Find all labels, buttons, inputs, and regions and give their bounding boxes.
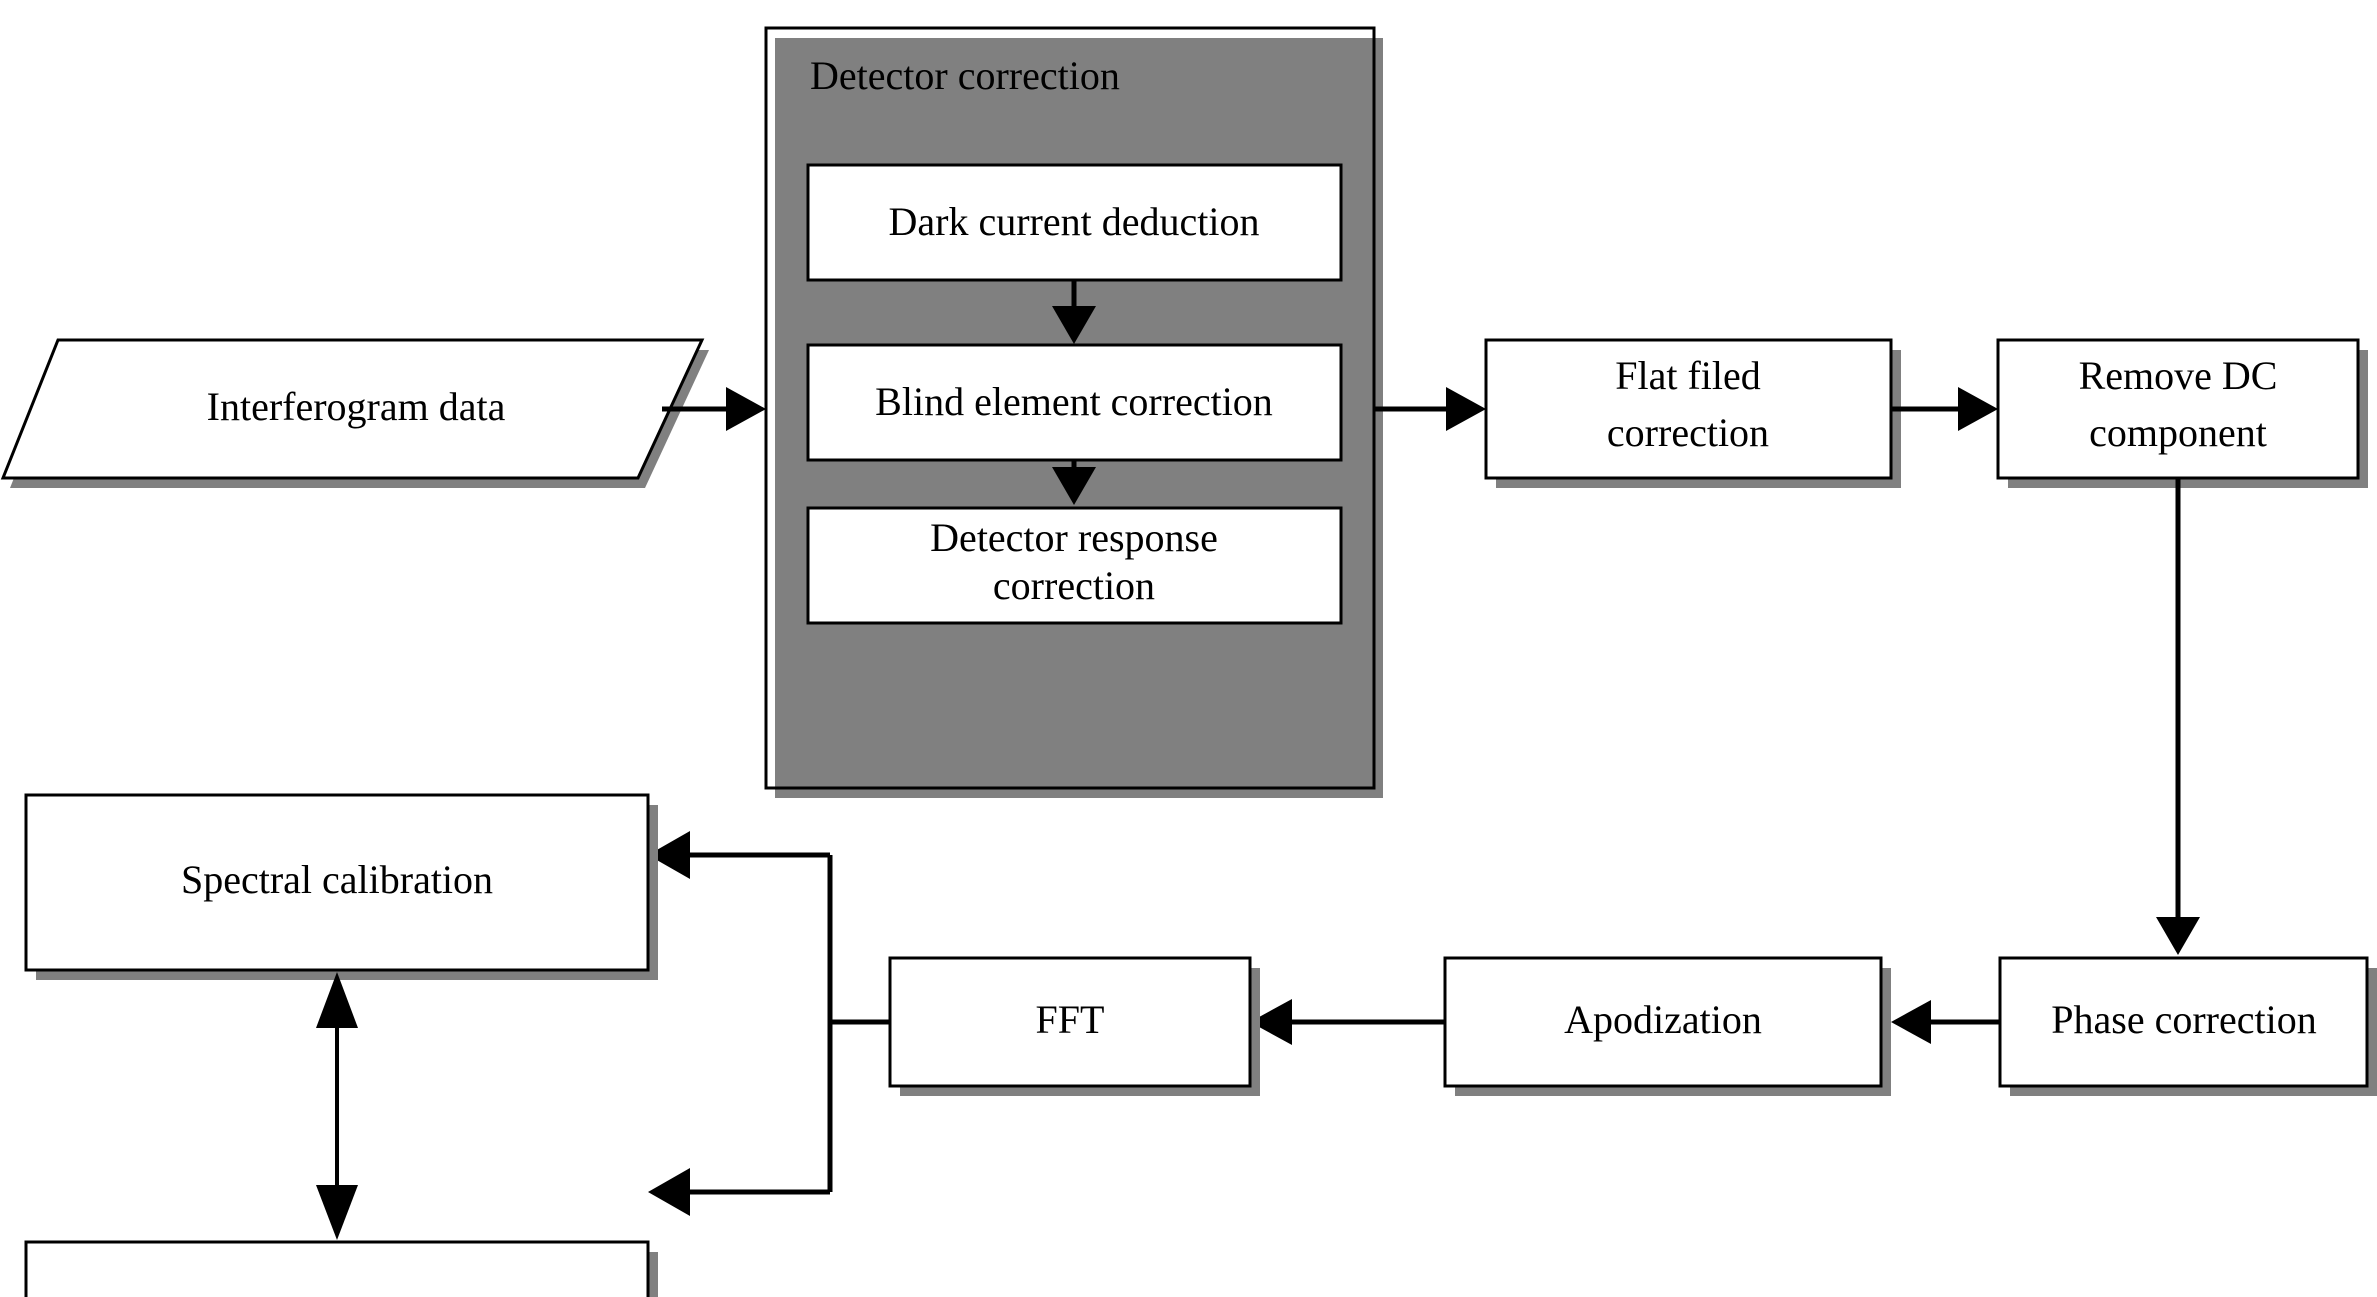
node-apodization-border bbox=[1443, 956, 1883, 1088]
node-flat-filed-correction[interactable]: Flat filed correction bbox=[1484, 338, 1901, 488]
node-flat-filed-correction-border bbox=[1484, 338, 1893, 480]
arrowhead-left-spectral bbox=[648, 831, 690, 879]
node-radiometric-calibration[interactable]: Radiometric calibration bbox=[24, 1240, 658, 1297]
edge-apodization-to-fft bbox=[1250, 999, 1445, 1045]
node-fft[interactable]: FFT bbox=[888, 956, 1260, 1096]
node-blind-element-correction-label: Blind element correction bbox=[875, 379, 1273, 424]
node-blind-element-correction[interactable]: Blind element correction bbox=[806, 343, 1351, 470]
node-phase-correction-border bbox=[1998, 956, 2369, 1088]
arrowhead-right-1 bbox=[726, 387, 766, 431]
node-apodization[interactable]: Apodization bbox=[1443, 956, 1891, 1096]
node-spectral-calibration-border bbox=[24, 793, 650, 972]
group-detector-correction-label: Detector correction bbox=[810, 53, 1120, 98]
node-blind-element-correction-border bbox=[806, 343, 1343, 462]
node-detector-response-correction-label-line1: Detector response bbox=[930, 515, 1218, 560]
node-phase-correction[interactable]: Phase correction bbox=[1998, 956, 2377, 1096]
node-detector-response-correction-label-line2: correction bbox=[993, 563, 1155, 608]
edge-interferogram-to-detector-correction bbox=[662, 387, 766, 431]
node-remove-dc-component[interactable]: Remove DC component bbox=[1996, 338, 2368, 488]
node-remove-dc-component-label-line2: component bbox=[2089, 410, 2267, 455]
arrowhead-down-bidir bbox=[316, 1185, 358, 1240]
node-interferogram-data-border bbox=[0, 338, 705, 480]
node-apodization-label: Apodization bbox=[1564, 997, 1762, 1042]
node-detector-response-correction-border bbox=[806, 506, 1343, 625]
node-interferogram-data-label: Interferogram data bbox=[207, 384, 506, 429]
arrowhead-left-2 bbox=[1250, 999, 1292, 1045]
arrowhead-up-bidir bbox=[316, 972, 358, 1028]
node-spectral-calibration-label: Spectral calibration bbox=[181, 857, 493, 902]
edge-dark-current-to-blind-element bbox=[1052, 280, 1096, 344]
arrowhead-down-1 bbox=[1052, 306, 1096, 344]
edge-spectral-radiometric-bidirectional bbox=[316, 972, 358, 1240]
arrowhead-down-3 bbox=[2156, 917, 2200, 955]
node-dark-current-deduction-label: Dark current deduction bbox=[889, 199, 1260, 244]
arrowhead-down-2 bbox=[1052, 467, 1096, 505]
arrowhead-right-2 bbox=[1446, 387, 1486, 431]
edge-detector-correction-to-flat-filed bbox=[1374, 387, 1486, 431]
arrowhead-right-3 bbox=[1958, 387, 1998, 431]
node-flat-filed-correction-label-line2: correction bbox=[1607, 410, 1769, 455]
arrowhead-left-1 bbox=[1891, 1000, 1931, 1044]
node-dark-current-deduction[interactable]: Dark current deduction bbox=[806, 163, 1351, 290]
node-fft-border bbox=[888, 956, 1252, 1088]
node-detector-response-correction[interactable]: Detector response correction bbox=[806, 506, 1351, 633]
node-flat-filed-correction-label-line1: Flat filed bbox=[1615, 353, 1761, 398]
node-phase-correction-label: Phase correction bbox=[2051, 997, 2316, 1042]
edge-phase-correction-to-apodization bbox=[1891, 1000, 2000, 1044]
node-spectral-calibration[interactable]: Spectral calibration bbox=[24, 793, 658, 980]
edge-fft-branch-to-calibrations bbox=[648, 831, 890, 1216]
edge-flat-filed-to-remove-dc bbox=[1891, 387, 1998, 431]
arrowhead-left-radiometric bbox=[648, 1168, 690, 1216]
edge-blind-element-to-detector-response bbox=[1052, 460, 1096, 505]
node-fft-label: FFT bbox=[1036, 997, 1105, 1042]
node-dark-current-deduction-border bbox=[806, 163, 1343, 282]
node-radiometric-calibration-border bbox=[24, 1240, 650, 1297]
node-interferogram-data[interactable]: Interferogram data bbox=[0, 338, 709, 488]
node-remove-dc-component-label-line1: Remove DC bbox=[2079, 353, 2278, 398]
edge-remove-dc-to-phase-correction bbox=[2156, 478, 2200, 955]
